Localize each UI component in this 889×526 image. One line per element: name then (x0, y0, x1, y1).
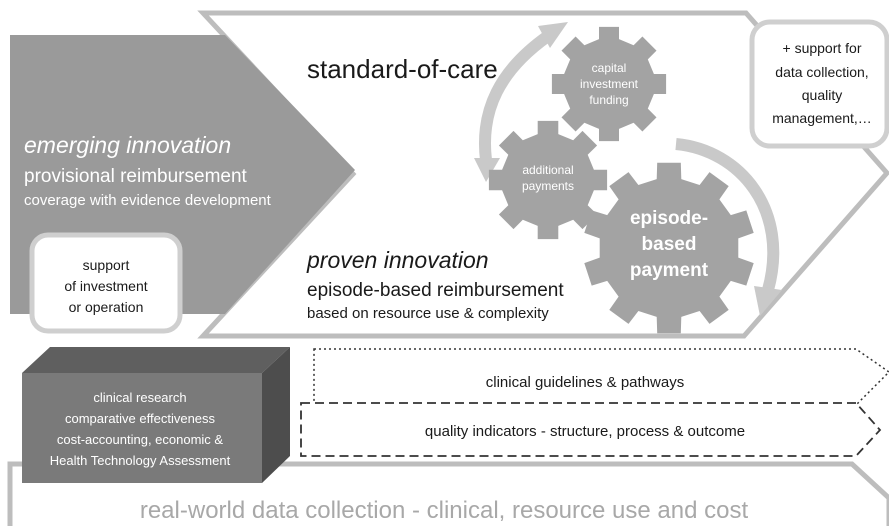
cycle-arrowhead-left-down (474, 158, 500, 182)
gear-capital-shape (551, 26, 667, 142)
standard-of-care-title: standard-of-care (307, 54, 498, 84)
guidelines-label: clinical guidelines & pathways (486, 374, 684, 391)
emerging-innovation-line1: provisional reimbursement (24, 166, 248, 187)
cycle-arrowhead-bottom (754, 286, 782, 316)
cycle-arrowhead-top (538, 22, 568, 48)
support-data-line1: + support for (783, 40, 862, 56)
cycle-arrow-left (479, 31, 552, 161)
gear-episode-line3: payment (630, 260, 709, 281)
proven-innovation-heading: proven innovation (306, 247, 489, 273)
gear-capital-line3: funding (589, 93, 628, 107)
support-data-line3: quality (802, 87, 842, 103)
research-line2: comparative effectiveness (65, 411, 216, 426)
gear-capital-line2: investment (580, 77, 639, 91)
gear-episode-shape (584, 162, 754, 334)
support-investment-line1: support (83, 257, 130, 273)
research-block-side (262, 347, 290, 483)
gear-additional-shape (488, 120, 608, 240)
gear-additional-line2: payments (522, 179, 574, 193)
gear-episode-line1: episode- (630, 208, 708, 229)
gear-icon-episode (584, 162, 754, 334)
support-investment-line2: of investment (64, 278, 147, 294)
gear-episode-line2: based (642, 234, 697, 255)
guidelines-arrow (313, 348, 889, 406)
research-line1: clinical research (93, 390, 186, 405)
proven-innovation-line2: based on resource use & complexity (307, 305, 549, 322)
emerging-innovation-heading: emerging innovation (24, 132, 231, 158)
research-block-top (22, 347, 290, 373)
support-investment-line3: or operation (69, 299, 144, 315)
quality-indicators-label: quality indicators - structure, process … (425, 423, 745, 440)
cycle-arrow-right (675, 138, 780, 292)
research-line4: Health Technology Assessment (50, 453, 231, 468)
gear-icon-additional (488, 120, 608, 240)
research-block-front (22, 373, 262, 483)
emerging-innovation-line2: coverage with evidence development (24, 192, 272, 209)
research-line3: cost-accounting, economic & (57, 432, 224, 447)
support-investment-box (29, 232, 183, 334)
support-data-line2: data collection, (775, 64, 868, 80)
proven-innovation-line1: episode-based reimbursement (307, 280, 564, 301)
real-world-label: real-world data collection - clinical, r… (140, 497, 749, 524)
gear-icon-capital (551, 26, 667, 142)
support-data-line4: management,… (772, 110, 872, 126)
gear-additional-line1: additional (522, 163, 573, 177)
gear-capital-line1: capital (592, 61, 627, 75)
support-data-box (749, 19, 889, 149)
quality-indicators-arrow (300, 402, 882, 457)
